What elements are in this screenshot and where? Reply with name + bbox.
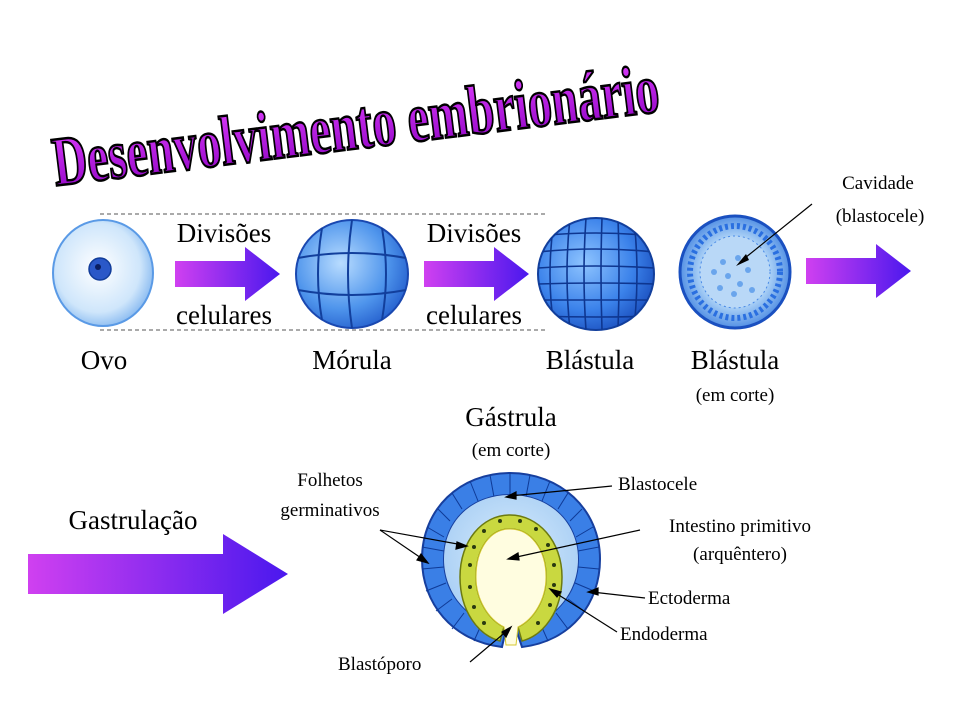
arquentero-label: (arquêntero) (693, 544, 787, 565)
blastocele-label: (blastocele) (835, 206, 925, 227)
gastrula-title: Gástrula (465, 402, 557, 432)
arrow-2 (424, 247, 529, 301)
stage-ovo-label: Ovo (80, 345, 128, 375)
blastocele-gastrula-label: Blastocele (618, 474, 698, 495)
gastrulacao-arrow (28, 534, 288, 614)
arrow-2-top-label: Divisões (426, 218, 522, 248)
arrow-1-bottom-label: celulares (176, 300, 272, 330)
cavidade-label: Cavidade (842, 173, 914, 194)
blastoporo-label: Blastóporo (338, 654, 422, 675)
folhetos-label: Folhetos (297, 470, 363, 491)
arrow-3 (806, 244, 911, 298)
morula-cell (295, 219, 409, 329)
stage-morula-label: Mórula (312, 345, 392, 375)
page-title: Desenvolvimento embrionário (48, 51, 663, 190)
endoderma-label: Endoderma (620, 624, 708, 645)
arrow-1-top-label: Divisões (176, 218, 272, 248)
ovo-cell (52, 219, 154, 327)
stage-blastula-label: Blástula (545, 345, 635, 375)
stage-blastula-section-sub: (em corte) (695, 385, 775, 406)
gastrula-section (420, 471, 602, 649)
arrow-1 (175, 247, 280, 301)
title-wordart: Desenvolvimento embrionário (47, 49, 664, 190)
blastula-cell (537, 217, 655, 331)
gastrula-sub: (em corte) (471, 440, 551, 461)
arrow-2-bottom-label: celulares (426, 300, 522, 330)
ectoderma-label: Ectoderma (648, 588, 731, 609)
intestino-label: Intestino primitivo (669, 516, 811, 537)
gastrulacao-label: Gastrulação (68, 505, 198, 535)
germinativos-label: germinativos (280, 500, 380, 521)
stage-blastula-section-label: Blástula (690, 345, 780, 375)
cavidade-pointer (736, 203, 813, 266)
